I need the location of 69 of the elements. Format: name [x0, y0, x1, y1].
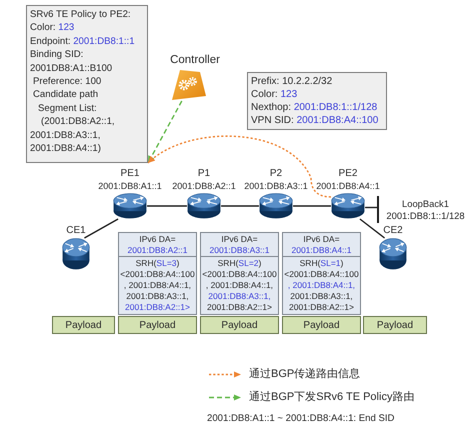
- srh-header: SRH(SL=3): [136, 258, 180, 269]
- link-line: [84, 218, 118, 239]
- policy-box: [26, 5, 148, 163]
- policy-field: Segment List:: [30, 102, 144, 116]
- route-field: Prefix: 10.2.2.2/32: [251, 75, 383, 88]
- srh-cell: [200, 256, 279, 315]
- link-line: [221, 205, 259, 207]
- route-field: Nexthop: 2001:DB8:1::1/128: [251, 101, 383, 114]
- interface-address: 2001:DB8:1::1/128: [386, 210, 465, 222]
- router-icon: [113, 193, 147, 219]
- srh-header: SRH(SL=2): [218, 258, 262, 269]
- policy-field: Endpoint: 2001:DB8:1::1: [30, 34, 144, 48]
- legend-label: 通过BGP下发SRv6 TE Policy路由: [249, 390, 414, 405]
- destination-address: IPv6 DA= 2001:DB8:A4::1: [291, 234, 352, 256]
- destination-address: IPv6 DA= 2001:DB8:A2::1: [127, 234, 188, 256]
- link-line: [147, 205, 187, 207]
- payload-block: [282, 316, 361, 334]
- router-icon: [62, 238, 90, 270]
- router-name: CE2: [383, 225, 403, 237]
- link-line: [293, 205, 331, 207]
- policy-field: Binding SID: 2001DB8:A1::B100: [30, 48, 144, 76]
- router-icon: [331, 193, 365, 219]
- policy-field: Preference: 100: [30, 75, 144, 88]
- router-address: 2001:DB8:A4::1: [316, 180, 380, 192]
- link-line: [359, 218, 386, 239]
- router-name: CE1: [66, 225, 86, 237]
- router-name: P2: [270, 168, 282, 180]
- policy-title: SRv6 TE Policy to PE2:: [30, 8, 132, 22]
- interface-name: LoopBack1: [402, 198, 449, 210]
- router-name: PE1: [120, 168, 140, 180]
- router-name: PE2: [338, 168, 358, 180]
- router-icon: [379, 238, 407, 270]
- router-address: 2001:DB8:A2::1: [172, 180, 236, 192]
- router-name: P1: [198, 168, 210, 180]
- ipv6-header-cell: [200, 232, 279, 257]
- legend-label: 通过BGP传递路由信息: [249, 367, 360, 382]
- route-field: VPN SID: 2001:DB8:A4::100: [251, 114, 383, 127]
- payload-block: [200, 316, 279, 334]
- segment-list: <2001:DB8:A4::100 , 2001:DB8:A4::1, 2001:DB8:A3::1, 2001:DB8:A2::1>: [284, 269, 359, 313]
- router-icon: [187, 193, 221, 219]
- segment-list: <2001:DB8:A4::100 , 2001:DB8:A4::1, 2001:DB8:A3::1, 2001:DB8:A2::1>: [202, 269, 277, 313]
- payload-label: Payload: [376, 320, 414, 330]
- route-field: Color: 123: [251, 88, 383, 101]
- payload-label: Payload: [303, 320, 340, 330]
- ipv6-header-cell: [118, 232, 197, 257]
- segment-list: <2001:DB8:A4::100 , 2001:DB8:A4::1, 2001:DB8:A3::1, 2001:DB8:A2::1>: [120, 269, 195, 313]
- payload-block: [118, 316, 197, 334]
- payload-block: [363, 316, 427, 334]
- route-info-box: [247, 72, 387, 130]
- srh-cell: [282, 256, 361, 315]
- payload-label: Payload: [139, 320, 176, 330]
- ipv6-header-cell: [282, 232, 361, 257]
- payload-label: Payload: [221, 320, 258, 330]
- router-icon: [259, 193, 293, 219]
- controller-label: Controller: [170, 53, 220, 68]
- srh-header: SRH(SL=1): [300, 258, 344, 269]
- policy-field: Color: 123: [30, 21, 144, 35]
- controller-icon: [171, 69, 207, 101]
- link-line: [365, 206, 377, 208]
- router-address: 2001:DB8:A1::1: [98, 180, 162, 192]
- router-address: 2001:DB8:A3::1: [244, 180, 308, 192]
- end-sid-note: 2001:DB8:A1::1 ~ 2001:DB8:A4::1: End SID: [207, 412, 394, 425]
- srh-cell: [118, 256, 197, 315]
- dashed-arrow: [148, 136, 332, 198]
- payload-label: Payload: [65, 320, 102, 330]
- payload-block: [52, 316, 115, 334]
- destination-address: IPv6 DA= 2001:DB8:A3::1: [209, 234, 270, 256]
- policy-field: (2001:DB8:A2::1, 2001:DB8:A3::1, 2001:DB8:A4::1): [30, 115, 144, 156]
- policy-field: Candidate path: [30, 88, 144, 102]
